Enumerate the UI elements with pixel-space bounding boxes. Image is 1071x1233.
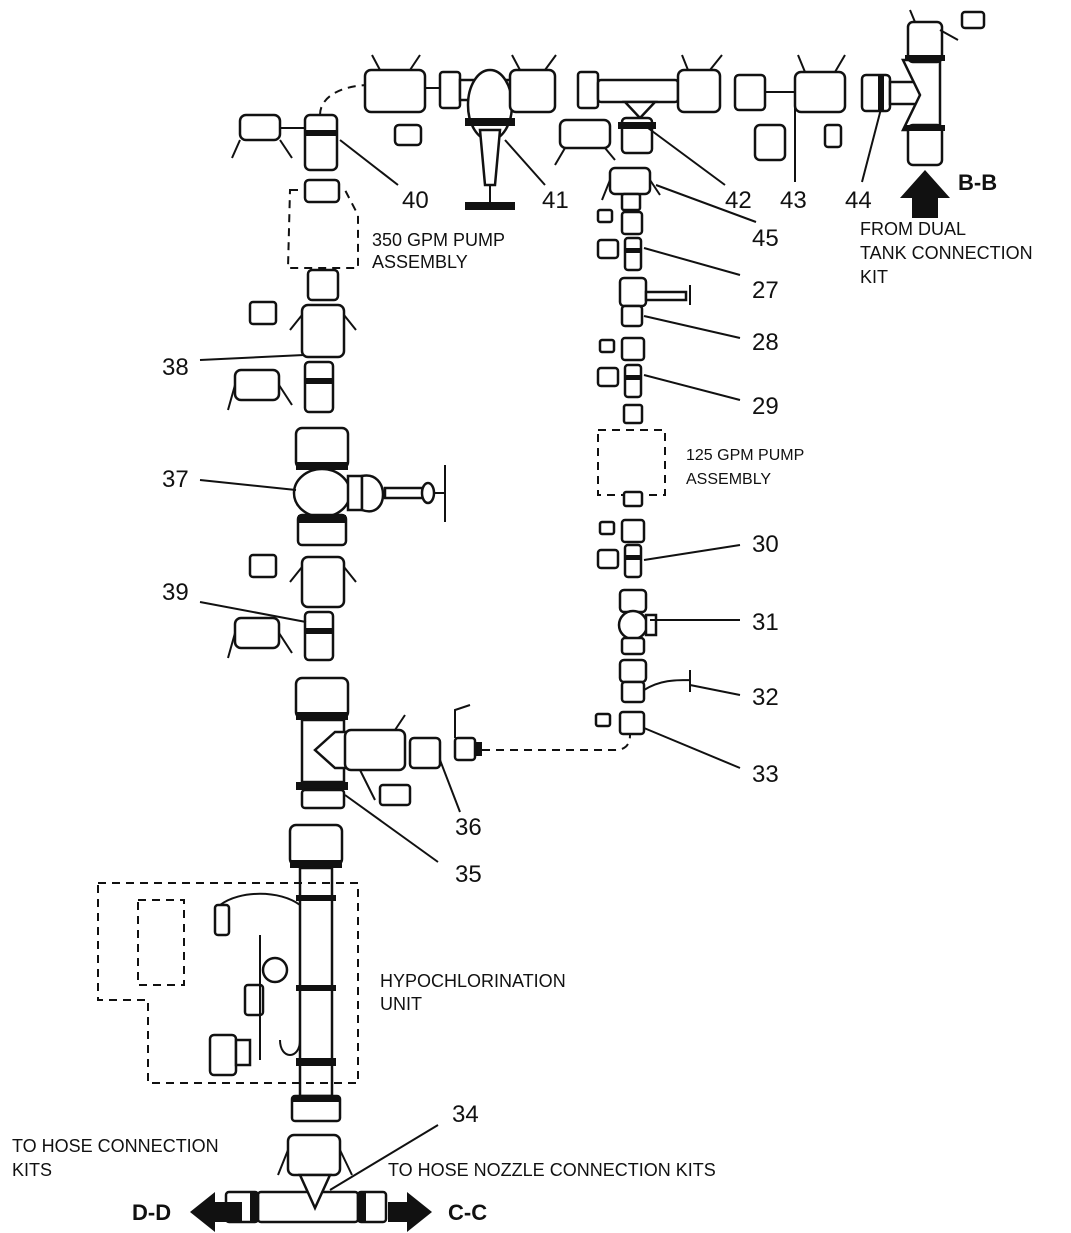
dual-tank-label-line1: FROM DUAL: [860, 219, 966, 239]
callout-32: 32: [752, 684, 779, 711]
left-column: [227, 178, 631, 1123]
hypo-outline: [97, 882, 359, 1084]
callout-27: 27: [752, 277, 779, 304]
tee-42: [554, 54, 723, 166]
hypo-label-line1: HYPOCHLORINATION: [380, 971, 566, 991]
dual-tank-label-line2: TANK CONNECTION: [860, 243, 1033, 263]
right-column: [594, 166, 691, 736]
callout-38: 38: [162, 354, 189, 381]
callout-44: 44: [845, 187, 872, 214]
hose-label-line1: TO HOSE CONNECTION: [12, 1136, 219, 1156]
section-d-d: D-D: [132, 1200, 171, 1225]
pump-125-label-line1: 125 GPM PUMP: [686, 447, 804, 464]
coupler-top-left: [363, 54, 450, 147]
callout-39: 39: [162, 579, 189, 606]
gate-valve-41: [438, 54, 557, 210]
callout-33: 33: [752, 761, 779, 788]
pump-350-label-line1: 350 GPM PUMP: [372, 230, 505, 250]
hypochlorination-unit: [97, 882, 359, 1084]
arrow-d-d-icon: [190, 1192, 242, 1232]
adapter-36: [408, 704, 482, 770]
arrow-c-c-icon: [388, 1192, 432, 1232]
pump-125-outline: [597, 429, 666, 496]
section-b-b: B-B: [958, 170, 997, 195]
callout-45: 45: [752, 225, 779, 252]
tee-44: [860, 9, 986, 167]
callout-28: 28: [752, 329, 779, 356]
pump-125-label-line2: ASSEMBLY: [686, 471, 771, 488]
dual-tank-label-line3: KIT: [860, 267, 888, 287]
callout-42: 42: [725, 187, 752, 214]
coupler-40: [231, 84, 371, 172]
section-c-c: C-C: [448, 1200, 487, 1225]
callout-35: 35: [455, 861, 482, 888]
callout-34: 34: [452, 1101, 479, 1128]
hose-label-line2: KITS: [12, 1160, 52, 1180]
callout-43: 43: [780, 187, 807, 214]
top-fittings: [231, 9, 986, 210]
callout-29: 29: [752, 393, 779, 420]
callout-numbers: 40 41 42 43 44 45 27 28 29 30 31 32 33 3…: [162, 187, 872, 1128]
leader-lines: [199, 95, 883, 1191]
callout-31: 31: [752, 609, 779, 636]
callout-41: 41: [542, 187, 569, 214]
tee-34: [224, 1133, 388, 1224]
callout-37: 37: [162, 466, 189, 493]
nozzle-label: TO HOSE NOZZLE CONNECTION KITS: [388, 1160, 716, 1180]
coupler-43: [733, 54, 847, 162]
text-labels: 350 GPM PUMP ASSEMBLY 125 GPM PUMP ASSEM…: [12, 170, 1033, 1225]
callout-36: 36: [455, 814, 482, 841]
callout-30: 30: [752, 531, 779, 558]
tee-35: [294, 676, 412, 810]
hypo-label-line2: UNIT: [380, 994, 422, 1014]
callout-40: 40: [402, 187, 429, 214]
globe-valve-37: [292, 426, 446, 547]
arrow-b-b-icon: [900, 170, 950, 218]
pump-350-label-line2: ASSEMBLY: [372, 252, 468, 272]
